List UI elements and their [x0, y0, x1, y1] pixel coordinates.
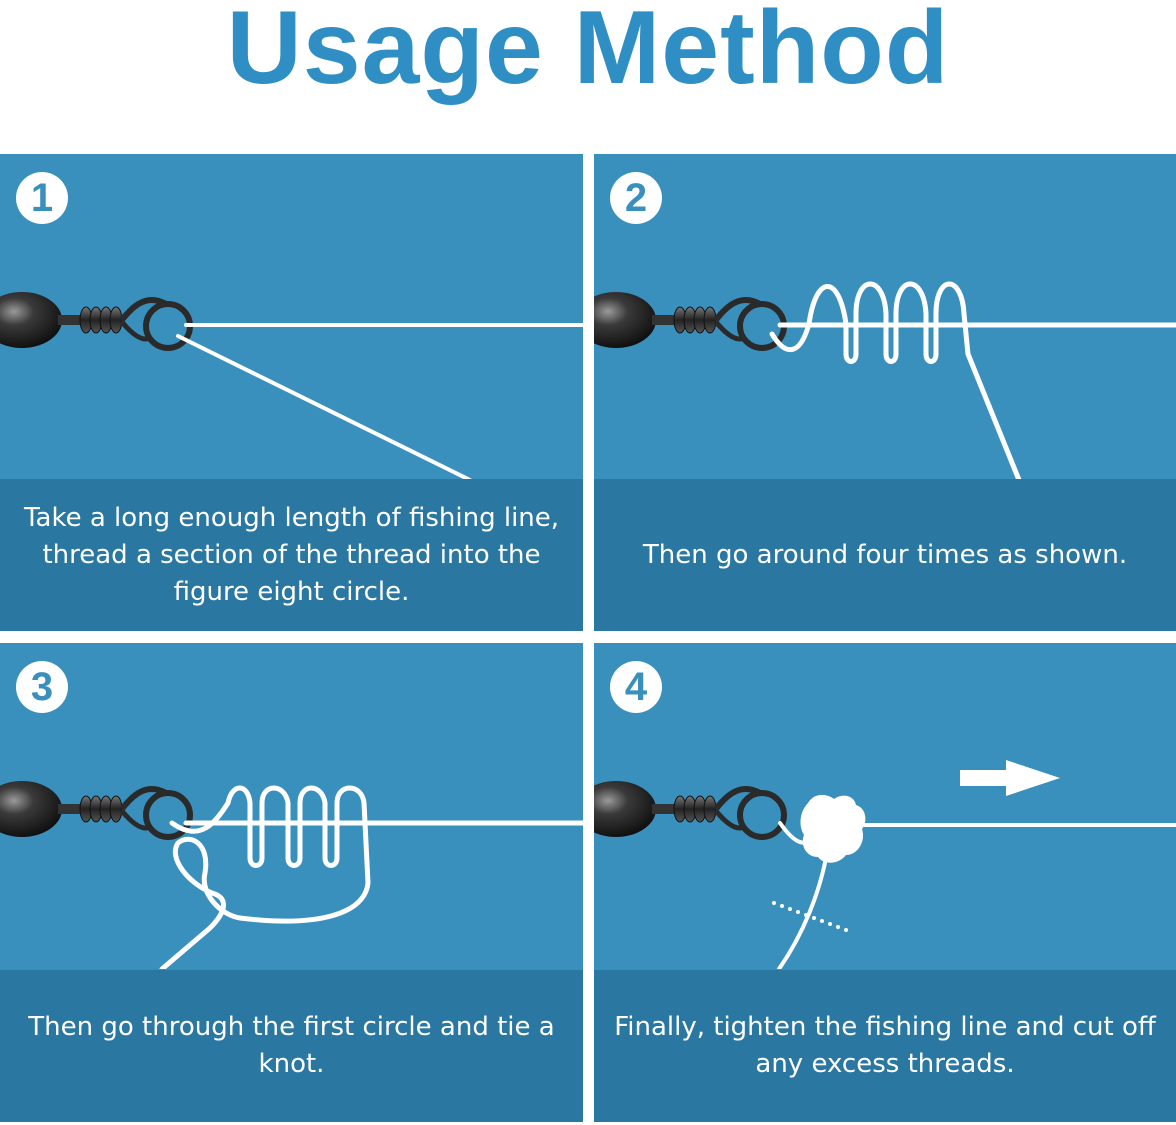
step-1-caption: Take a long enough length of fishing lin… [0, 479, 583, 631]
step-caption-text: Then go around four times as shown. [642, 539, 1128, 570]
step-number-badge: 4 [610, 661, 662, 713]
step-2-illustration [594, 281, 1176, 480]
step-caption-text: Then go through the first circle and tie… [28, 1012, 555, 1079]
knot-icon [800, 794, 866, 863]
swivel-icon [594, 781, 784, 837]
swivel-icon [594, 292, 784, 348]
step-2-caption: Then go around four times as shown. [594, 479, 1176, 631]
step-4-caption: Finally, tighten the fishing line and cu… [594, 970, 1176, 1122]
fishing-line-icon [176, 323, 583, 480]
step-number-badge: 2 [610, 172, 662, 224]
step-number-badge: 1 [16, 172, 68, 224]
step-3-illustration [0, 643, 583, 969]
page-title: Usage Method [226, 0, 950, 106]
swivel-icon [0, 292, 190, 348]
step-caption-text: Finally, tighten the fishing line and cu… [614, 1012, 1156, 1079]
step-number-badge: 3 [16, 661, 68, 713]
step-3-panel: 3 Then go through the first circle and t… [0, 643, 583, 1122]
step-1-illustration [0, 154, 583, 480]
arrow-right-icon [960, 760, 1060, 796]
step-4-illustration [594, 760, 1176, 969]
step-1-panel: 1 Take a long enough length of fishing l… [0, 154, 583, 631]
step-2-panel: 2 Then go around four times as shown. [594, 154, 1176, 631]
fishing-line-icon [769, 281, 1176, 480]
swivel-icon [0, 781, 190, 837]
step-3-caption: Then go through the first circle and tie… [0, 970, 583, 1122]
cut-line-icon [772, 901, 848, 932]
step-caption-text: Take a long enough length of fishing lin… [23, 502, 560, 607]
fishing-line-icon [159, 785, 583, 969]
step-4-panel: 4 Finally, tighten the fishing line and … [594, 643, 1176, 1122]
